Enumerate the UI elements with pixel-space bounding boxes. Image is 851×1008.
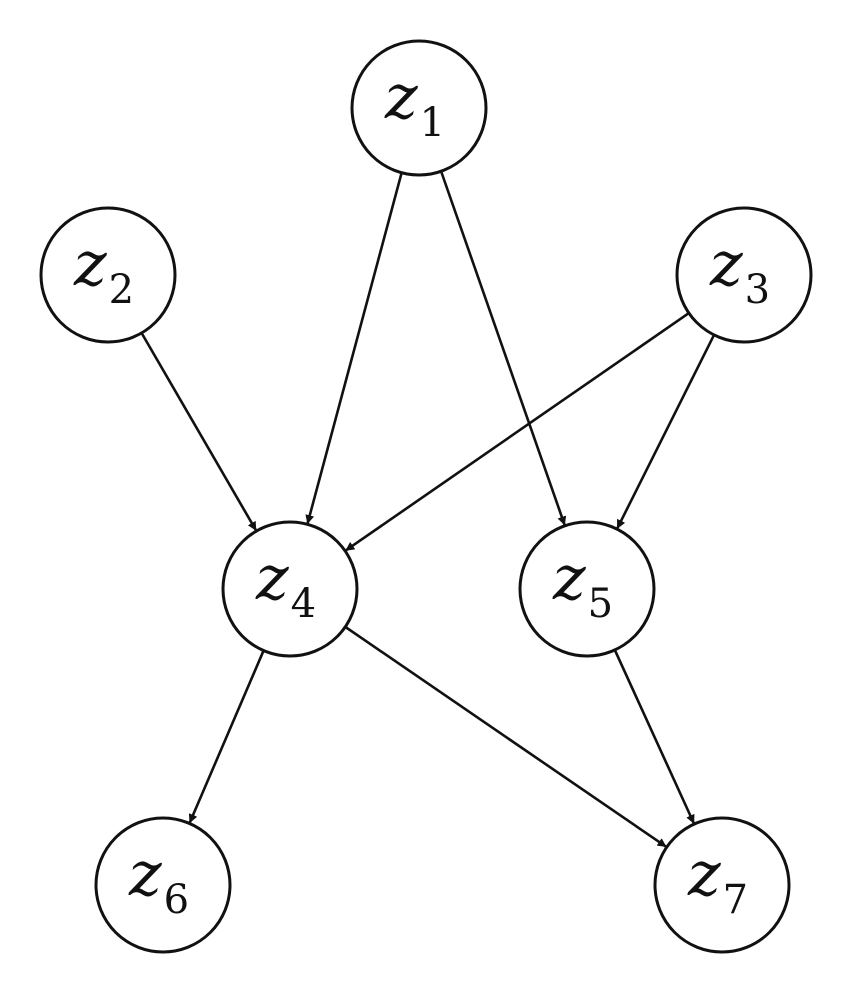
node-z4: z4 — [221, 520, 359, 658]
node-variable: z — [384, 60, 418, 133]
node-label-z2: z2 — [73, 227, 134, 313]
node-circle-z3 — [675, 206, 813, 344]
edge-z4-to-z7 — [344, 625, 667, 848]
node-variable: z — [73, 227, 107, 300]
node-subscript: 4 — [291, 581, 316, 627]
node-label-z6: z6 — [128, 837, 189, 923]
node-label-z5: z5 — [552, 541, 613, 627]
node-variable: z — [687, 837, 721, 910]
node-circle-z1 — [350, 39, 488, 177]
node-variable: z — [255, 541, 289, 614]
edges — [140, 170, 716, 848]
node-circle-z6 — [94, 816, 232, 954]
node-circle-z7 — [653, 816, 791, 954]
node-subscript: 5 — [588, 581, 613, 627]
node-subscript: 7 — [723, 877, 748, 923]
node-variable: z — [128, 837, 162, 910]
node-z2: z2 — [39, 206, 177, 344]
edge-z4-to-z6 — [188, 650, 265, 824]
node-z1: z1 — [350, 39, 488, 177]
node-z5: z5 — [518, 520, 656, 658]
node-circle-z2 — [39, 206, 177, 344]
node-label-z3: z3 — [709, 227, 770, 313]
node-z6: z6 — [94, 816, 232, 954]
node-label-z7: z7 — [687, 837, 748, 923]
edge-z1-to-z4 — [305, 172, 403, 525]
node-circle-z4 — [221, 520, 359, 658]
node-subscript: 3 — [745, 267, 770, 313]
node-subscript: 6 — [164, 877, 189, 923]
node-label-z4: z4 — [255, 541, 316, 627]
node-variable: z — [709, 227, 743, 300]
edge-z3-to-z5 — [616, 334, 716, 529]
node-label-z1: z1 — [384, 60, 445, 146]
edge-z5-to-z7 — [613, 649, 695, 824]
node-z3: z3 — [675, 206, 813, 344]
node-circle-z5 — [518, 520, 656, 658]
node-z7: z7 — [653, 816, 791, 954]
edge-z1-to-z5 — [439, 170, 567, 526]
edge-z3-to-z4 — [345, 312, 690, 552]
node-variable: z — [552, 541, 586, 614]
node-subscript: 2 — [109, 267, 134, 313]
edge-z2-to-z4 — [140, 332, 258, 531]
node-subscript: 1 — [420, 100, 445, 146]
